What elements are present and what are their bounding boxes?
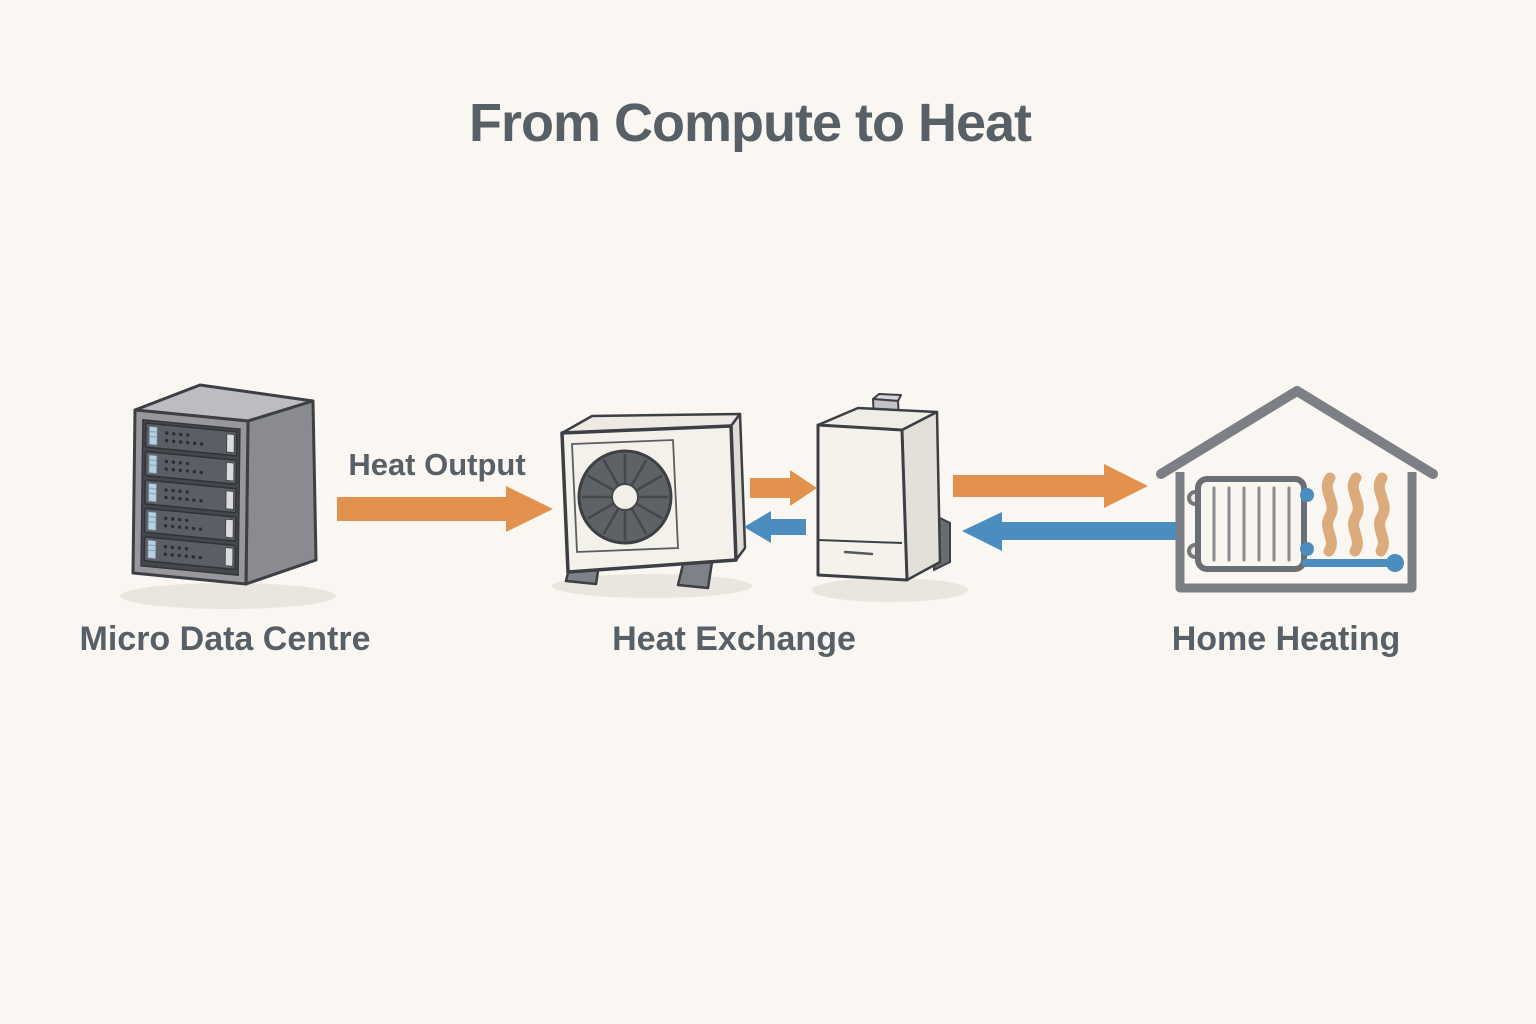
stage-label-heat-exchange: Heat Exchange — [612, 620, 856, 658]
roof-icon — [1156, 386, 1438, 479]
radiator-icon — [1187, 476, 1307, 572]
boiler-icon — [812, 393, 968, 602]
stage-label-home-heating: Home Heating — [1171, 620, 1401, 658]
server-rack-icon — [120, 383, 336, 609]
fan-icon — [577, 449, 673, 545]
home-return-arrow-icon — [962, 512, 1177, 551]
heat-output-label: Heat Output — [348, 447, 526, 482]
exchange-to-boiler-arrow-icon — [750, 470, 817, 506]
stage-label-micro-data-centre: Micro Data Centre — [79, 620, 371, 658]
heat-waves-icon — [1321, 472, 1390, 557]
page-title: From Compute to Heat — [468, 93, 1032, 153]
heat-output-arrow-icon — [337, 486, 553, 532]
heating-pipe-icon — [1300, 488, 1404, 572]
house-with-radiator-icon — [1156, 386, 1438, 593]
boiler-to-exchange-return-arrow-icon — [744, 511, 806, 543]
heat-pump-icon — [552, 412, 752, 598]
boiler-to-home-arrow-icon — [953, 464, 1148, 508]
